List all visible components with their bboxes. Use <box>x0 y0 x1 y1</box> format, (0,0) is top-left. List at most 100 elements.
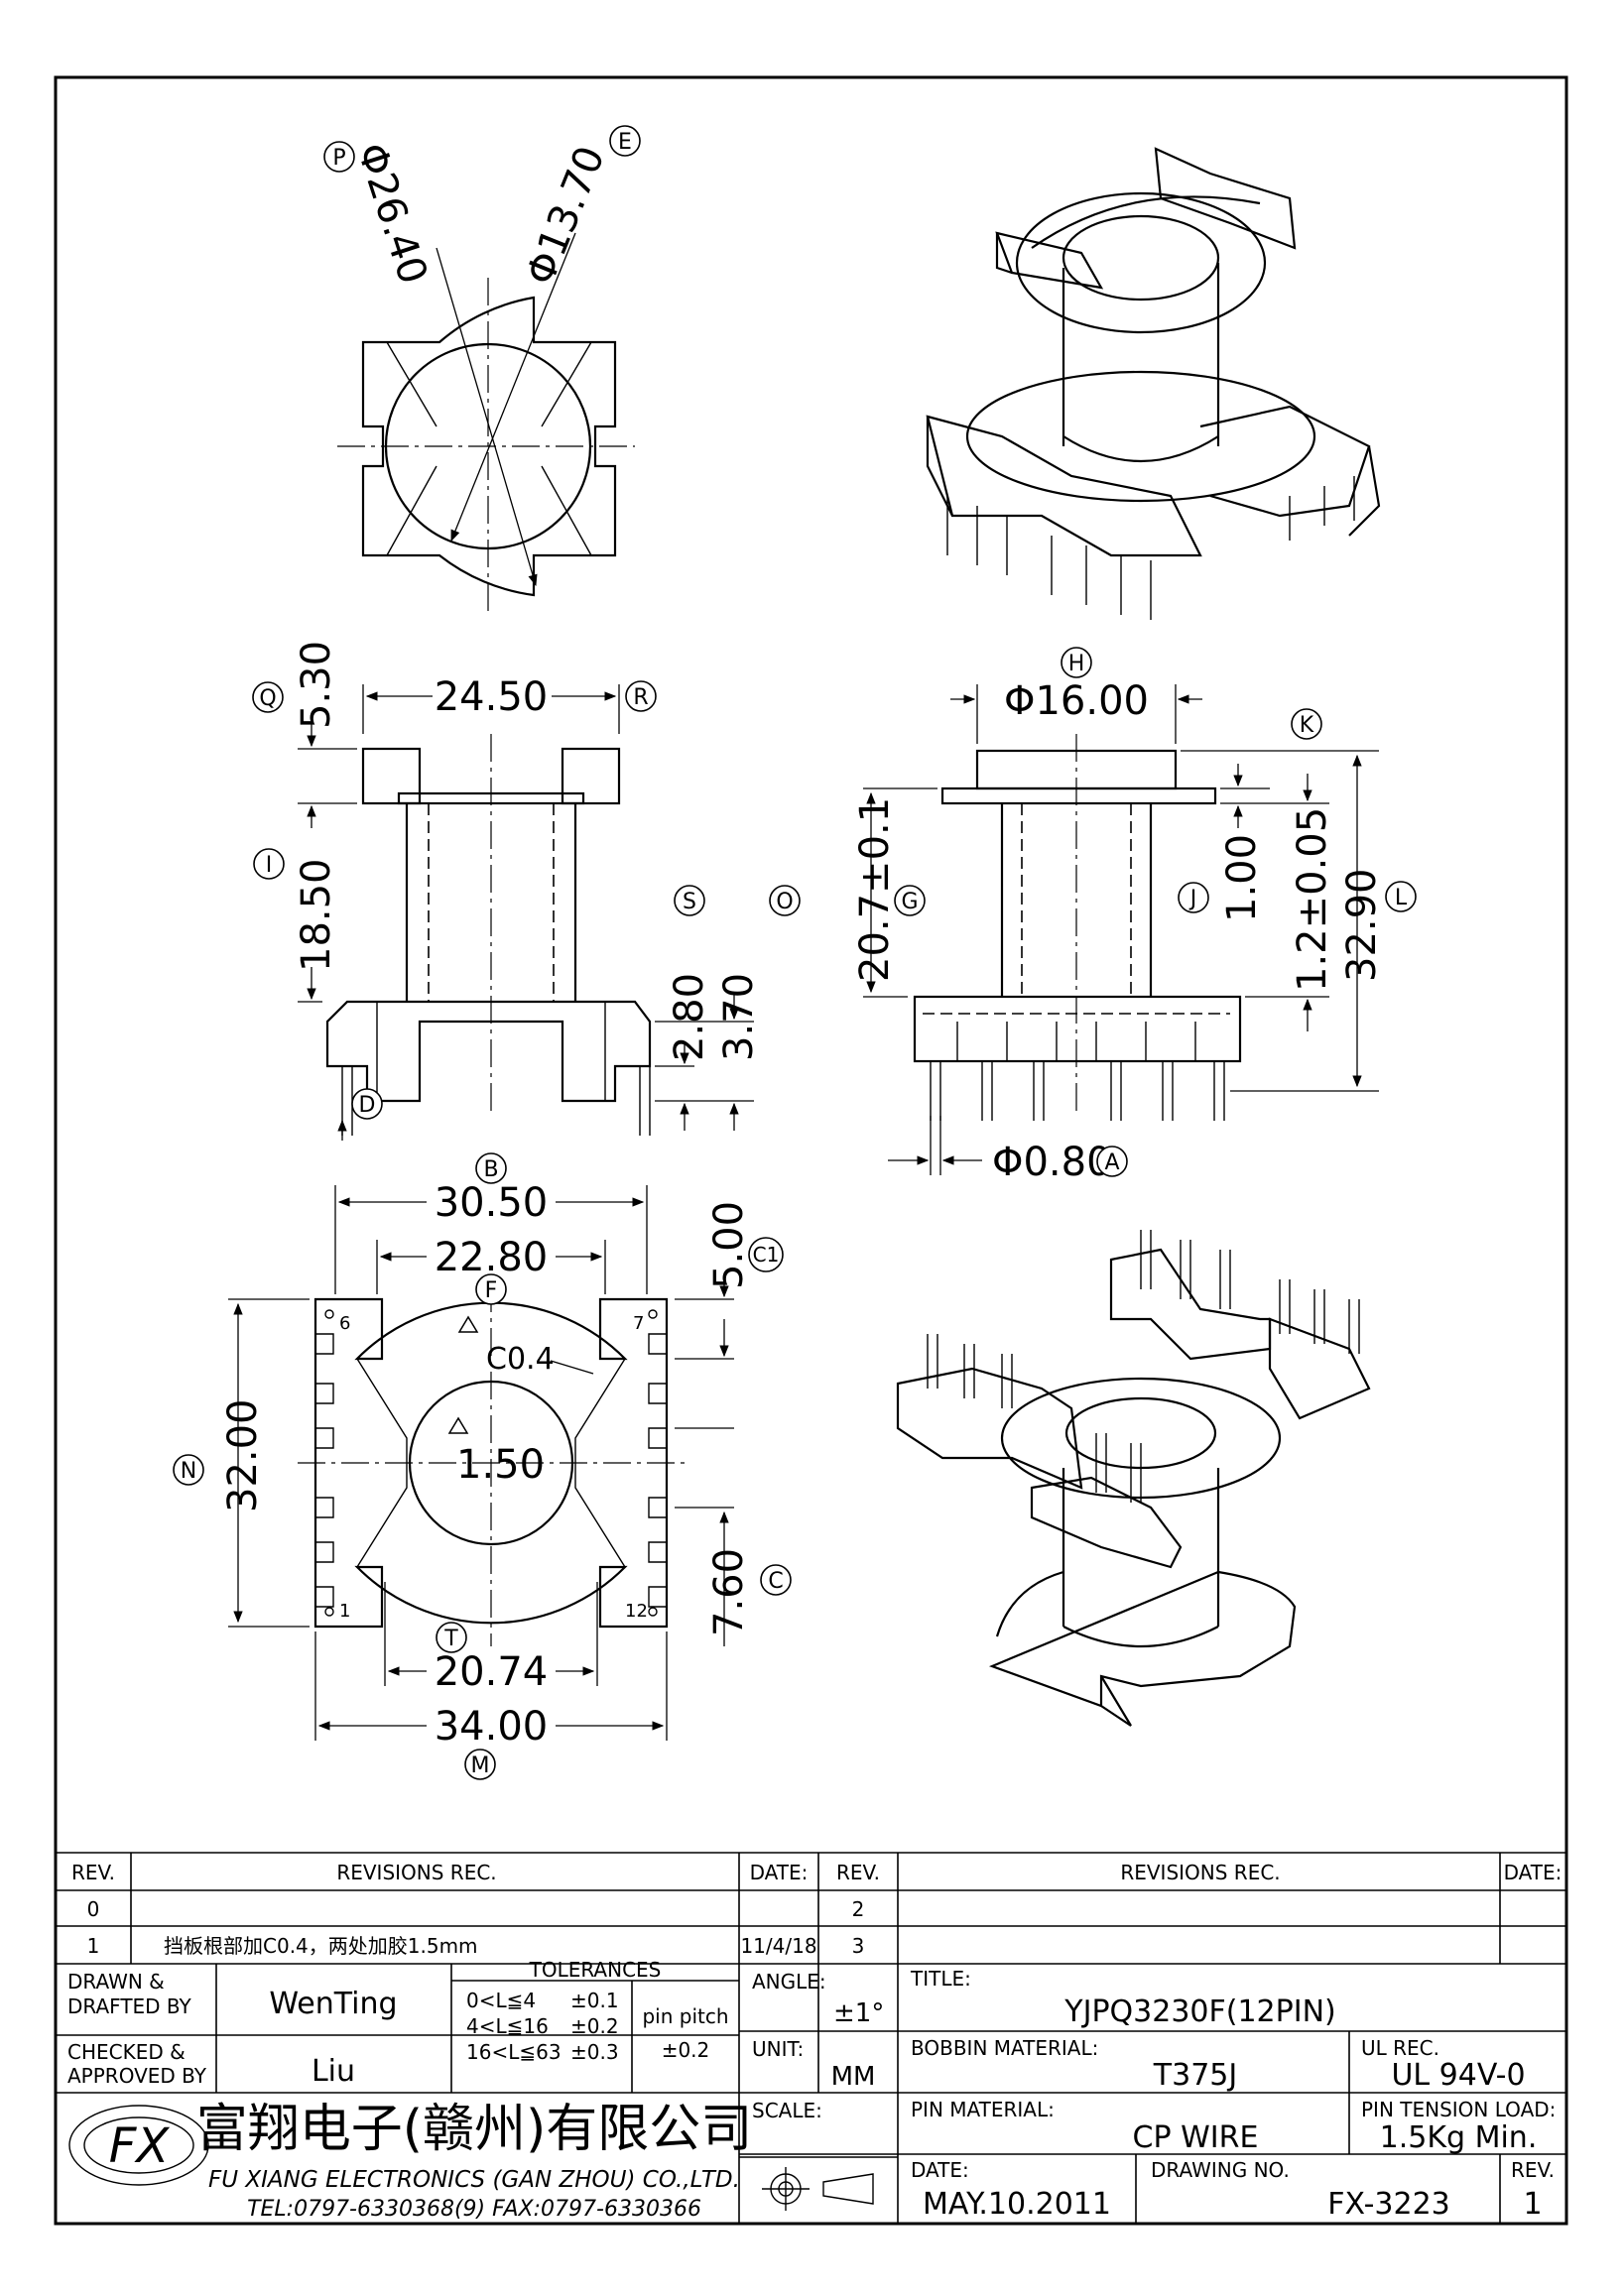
drawn-by: WenTing <box>269 1987 397 2021</box>
drawing-no-label: DRAWING NO. <box>1151 2158 1290 2182</box>
marker-i: I <box>266 853 273 878</box>
bottom-height: 32.00 <box>220 1398 266 1512</box>
drawn-label-1: DRAWN & <box>67 1970 165 1994</box>
iso-view-top <box>926 147 1381 620</box>
side-pin-dia: Φ0.80 <box>992 1140 1112 1185</box>
rev-col-header-right: REV. <box>836 1861 880 1884</box>
company-name-cn: 富翔电子(赣州)有限公司 <box>196 2100 753 2159</box>
marker-e: E <box>618 130 632 155</box>
marker-r: R <box>633 685 648 710</box>
projection-symbol <box>739 2156 898 2211</box>
tol-value-3: ±0.3 <box>570 2040 619 2064</box>
tol-value-1: ±0.1 <box>570 1989 619 2012</box>
pin-number-12: 12 <box>625 1601 648 1622</box>
marker-o: O <box>776 890 793 914</box>
pin-number-6: 6 <box>339 1313 350 1334</box>
rev-2: 2 <box>852 1897 865 1921</box>
marker-t: T <box>443 1627 458 1651</box>
drawing-number: FX-3223 <box>1327 2187 1450 2222</box>
ul-label: UL REC. <box>1361 2036 1439 2060</box>
pin-pitch-label: pin pitch <box>642 2004 728 2028</box>
marker-c: C <box>768 1569 783 1594</box>
top-dia-small: Φ13.70 <box>518 140 614 292</box>
pin-material: CP WIRE <box>1133 2120 1259 2155</box>
rev-label: REV. <box>1511 2158 1555 2182</box>
pin-number-1: 1 <box>339 1601 350 1622</box>
rev-col-header-left: REV. <box>71 1861 115 1884</box>
title-label: TITLE: <box>910 1967 971 1991</box>
chamfer-note: C0.4 <box>486 1342 555 1377</box>
front-dim-s: 2.80 <box>667 973 712 1061</box>
bobbin-material: T375J <box>1153 2058 1237 2093</box>
tolerances-label: TOLERANCES <box>529 1958 662 1982</box>
date-header-right: DATE: <box>1504 1861 1562 1884</box>
iso-view-bottom <box>896 1230 1371 1727</box>
tol-range-3: 16<L≦63 <box>466 2040 562 2064</box>
front-width: 24.50 <box>435 674 549 720</box>
side-view: Φ16.00 20.7±0.1 1.00 1.2±0.05 32.90 Φ0.8… <box>852 647 1417 1185</box>
side-flange-t: 1.00 <box>1219 834 1265 922</box>
checked-label-1: CHECKED & <box>67 2040 186 2064</box>
unit-label: UNIT: <box>752 2037 804 2061</box>
marker-q: Q <box>259 686 276 711</box>
revisions-header-left: REVISIONS REC. <box>336 1861 496 1884</box>
company-contact: TEL:0797-6330368(9) FAX:0797-6330366 <box>247 2197 701 2222</box>
revisions-header-right: REVISIONS REC. <box>1120 1861 1280 1884</box>
front-flange-h: 5.30 <box>294 641 339 729</box>
marker-p: P <box>332 146 345 171</box>
rev-3: 3 <box>852 1934 865 1958</box>
ul-rating: UL 94V-0 <box>1391 2058 1525 2093</box>
pin-pitch-value: ±0.2 <box>662 2038 710 2062</box>
side-dia: Φ16.00 <box>1004 678 1149 724</box>
bottom-width-total: 34.00 <box>435 1704 549 1750</box>
marker-f: F <box>485 1278 498 1303</box>
marker-s: S <box>683 890 696 914</box>
bottom-view: 6 7 1 12 30.50 22.80 5.00 C0.4 1.50 32.0… <box>173 1152 792 1780</box>
front-dim-o: 3.70 <box>716 973 762 1061</box>
checked-by: Liu <box>312 2054 355 2089</box>
drawing-frame <box>54 75 1568 2226</box>
company-logo: FX <box>68 2105 209 2186</box>
tol-range-1: 0<L≦4 <box>466 1989 536 2012</box>
pin-number-7: 7 <box>633 1313 644 1334</box>
marker-m: M <box>471 1753 490 1778</box>
drawing-date: MAY.10.2011 <box>923 2187 1111 2222</box>
bobbin-label: BOBBIN MATERIAL: <box>911 2036 1098 2060</box>
drawn-label-2: DRAFTED BY <box>67 1994 192 2018</box>
tol-value-2: ±0.2 <box>570 2014 619 2038</box>
company-name-en: FU XIANG ELECTRONICS (GAN ZHOU) CO.,LTD. <box>208 2167 740 2193</box>
bottom-flange-step: 5.00 <box>706 1201 752 1289</box>
side-body-h: 20.7±0.1 <box>852 797 898 982</box>
rev-1-date: 11/4/18 <box>740 1934 816 1958</box>
bottom-width-outer: 30.50 <box>435 1180 549 1226</box>
front-winding-h: 18.50 <box>294 858 339 972</box>
marker-l: L <box>1395 886 1408 910</box>
date-label: DATE: <box>911 2158 969 2182</box>
top-view: Φ26.40 Φ13.70 P E <box>323 125 641 615</box>
rev-0: 0 <box>87 1897 100 1921</box>
unit-value: MM <box>831 2062 876 2092</box>
marker-d: D <box>359 1093 376 1118</box>
tension-value: 1.5Kg Min. <box>1380 2120 1538 2155</box>
tension-label: PIN TENSION LOAD: <box>1361 2098 1556 2121</box>
marker-j: J <box>1188 887 1197 911</box>
marker-c1: C1 <box>753 1243 780 1267</box>
scale-label: SCALE: <box>752 2099 822 2122</box>
rev-1: 1 <box>87 1934 100 1958</box>
side-total-h: 32.90 <box>1339 868 1385 982</box>
top-dia-large: Φ26.40 <box>347 138 436 290</box>
front-view: 24.50 5.30 18.50 2.80 3.70 Q R I S O D <box>252 641 801 1141</box>
logo-text: FX <box>109 2118 171 2174</box>
side-dim-k: 1.2±0.05 <box>1290 807 1335 992</box>
marker-a: A <box>1104 1150 1119 1175</box>
angle-label: ANGLE: <box>752 1970 826 1994</box>
bottom-pitch: 7.60 <box>706 1548 752 1636</box>
pin-material-label: PIN MATERIAL: <box>911 2098 1055 2121</box>
bottom-width-t: 20.74 <box>435 1649 549 1695</box>
part-title: YJPQ3230F(12PIN) <box>1063 1994 1335 2029</box>
marker-h: H <box>1068 652 1085 676</box>
marker-k: K <box>1300 713 1314 738</box>
bottom-width-inner: 22.80 <box>435 1235 549 1280</box>
marker-g: G <box>901 890 918 914</box>
